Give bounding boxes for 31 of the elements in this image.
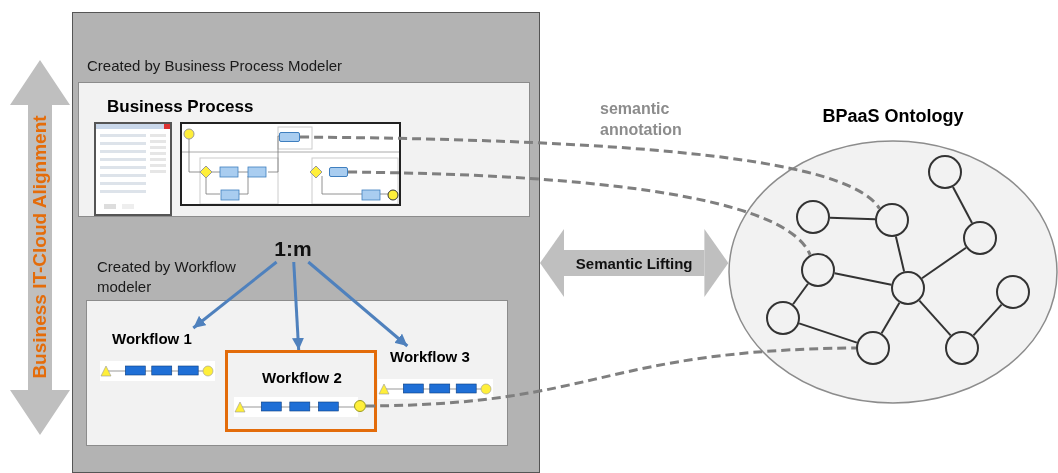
connector-line — [920, 246, 968, 280]
connector-line — [972, 303, 1003, 337]
double-arrow — [540, 229, 729, 297]
connector-line — [833, 272, 893, 286]
annotation-note: semantic annotation — [600, 99, 683, 140]
ratio-label: 1:m — [272, 236, 314, 262]
connector-line — [951, 186, 974, 224]
workflow-title: Workflow 3 — [390, 348, 470, 365]
axis-label: Business IT-Cloud Alignment — [29, 115, 51, 379]
connector-line — [792, 282, 809, 306]
panel-heading: Created by Business Process Modeler — [87, 57, 343, 74]
dashed-connector — [365, 346, 857, 408]
panel-heading: Created by Workflow modeler — [97, 257, 237, 297]
dashed-connector — [347, 170, 812, 256]
highlight-frame — [225, 350, 377, 432]
section-title: Business Process — [107, 97, 254, 117]
modeling-panel — [72, 12, 540, 473]
ontology-title: BPaaS Ontology — [821, 106, 965, 127]
connector-line — [918, 299, 952, 337]
arrow — [307, 260, 409, 348]
task-box — [329, 167, 348, 177]
connector-line — [829, 216, 876, 221]
arrow — [292, 261, 304, 351]
workflow-title: Workflow 1 — [112, 330, 192, 347]
connector-line — [894, 235, 906, 273]
dashed-connector — [300, 135, 881, 210]
workflow-title: Workflow 2 — [262, 369, 342, 386]
connector-line — [880, 301, 901, 335]
arrow — [192, 260, 278, 330]
connector-line — [798, 322, 858, 344]
task-box — [279, 132, 300, 142]
